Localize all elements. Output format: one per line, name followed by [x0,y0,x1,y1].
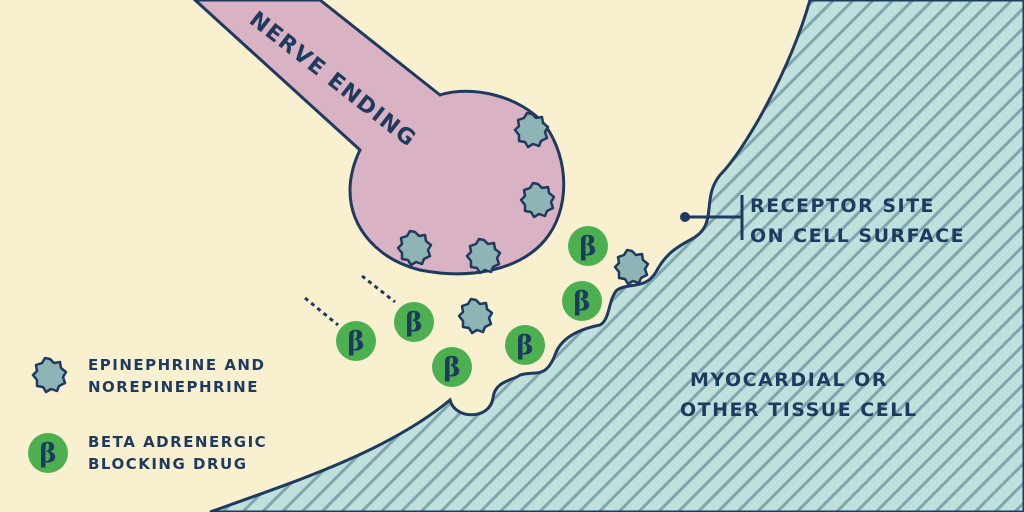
beta-drug-molecule: β [432,347,472,387]
epinephrine-molecule [457,297,494,335]
beta-drug-molecule: β [505,325,545,365]
svg-text:β: β [405,308,422,338]
legend-epinephrine-label: EPINEPHRINE AND [88,356,265,374]
tissue-cell-label: MYOCARDIAL OR [690,369,888,391]
svg-text:β: β [573,287,590,317]
svg-text:β: β [516,331,533,361]
beta-drug-molecule: β [394,302,434,342]
legend-beta-label: BETA ADRENERGIC [88,433,267,451]
legend-beta-icon: β [28,433,68,473]
legend: EPINEPHRINE AND NOREPINEPHRINE β BETA AD… [28,356,267,473]
receptor-site-pointer [680,195,744,240]
beta-drug-molecule: β [562,281,602,321]
epinephrine-molecule-bound [613,248,650,286]
svg-text:β: β [347,327,364,357]
svg-text:β: β [443,353,460,383]
svg-text:β: β [39,439,56,469]
beta-drug-molecule: β [568,226,608,266]
motion-lines [361,274,396,304]
nerve-ending [192,0,566,276]
legend-epinephrine-label: NOREPINEPHRINE [88,378,259,396]
receptor-site-label: RECEPTOR SITE [750,195,935,217]
motion-lines [304,296,339,327]
receptor-site-label: ON CELL SURFACE [750,225,965,247]
legend-epinephrine-icon [31,356,68,394]
legend-beta-label: BLOCKING DRUG [88,455,248,473]
svg-text:β: β [579,232,596,262]
tissue-cell-label: OTHER TISSUE CELL [680,399,917,421]
beta-drug-molecule: β [336,321,376,361]
tissue-cell [209,0,1024,512]
